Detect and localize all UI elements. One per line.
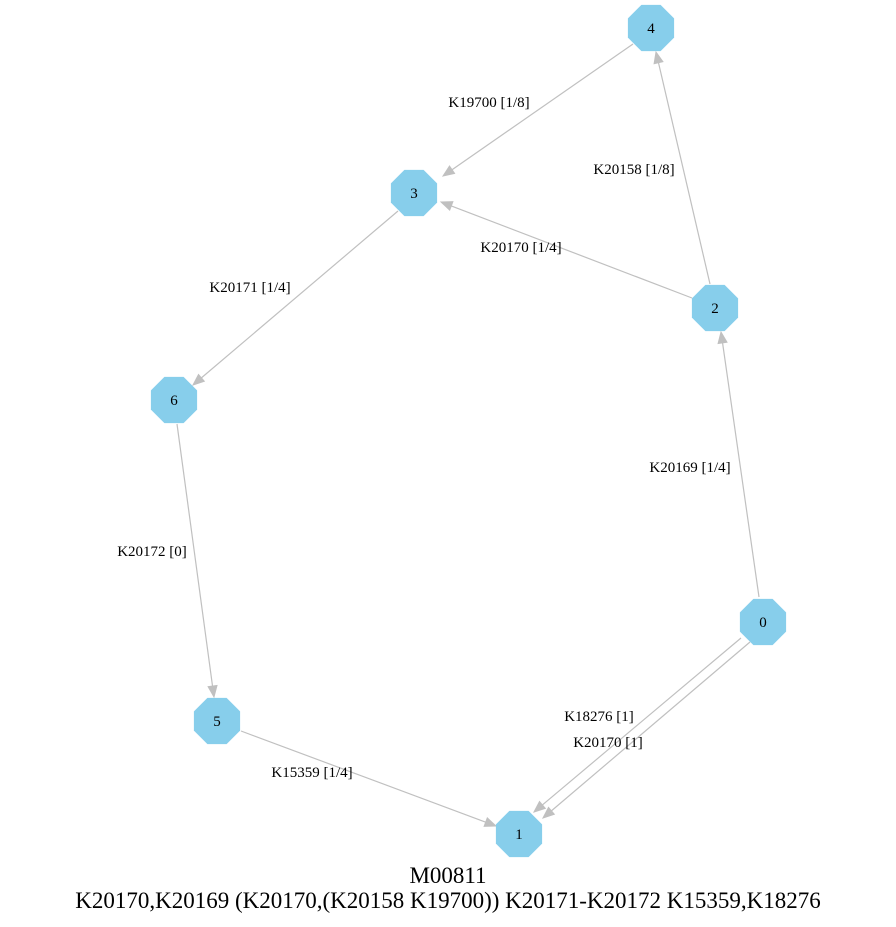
node-5[interactable]: 5 (193, 697, 241, 745)
node-2[interactable]: 2 (691, 284, 739, 332)
module-id-caption: M00811 (409, 863, 487, 888)
octagon-node-shape[interactable] (390, 169, 438, 217)
octagon-node-shape[interactable] (627, 4, 675, 52)
edges-layer: K20169 [1/4] K20158 [1/8] K20170 [1/4] K197… (117, 43, 760, 827)
node-label: 4 (647, 21, 655, 37)
node-0[interactable]: 0 (739, 598, 787, 646)
arrowhead-icon (441, 165, 456, 177)
arrowhead-icon (439, 201, 454, 211)
node-label: 2 (711, 301, 719, 317)
edge-label: K18276 [1] (564, 709, 634, 725)
arrowhead-icon (483, 817, 498, 827)
edge-5-to-1: K15359 [1/4] (240, 730, 498, 827)
edge-line (721, 342, 760, 598)
edge-3-to-6: K20171 [1/4] (191, 210, 399, 386)
octagon-node-shape[interactable] (150, 376, 198, 424)
node-6[interactable]: 6 (150, 376, 198, 424)
edge-0-to-1: K18276 [1] (532, 637, 742, 813)
arrowhead-icon (191, 373, 206, 386)
module-definition-caption: K20170,K20169 (K20170,(K20158 K19700)) K… (75, 888, 821, 913)
node-3[interactable]: 3 (390, 169, 438, 217)
octagon-node-shape[interactable] (739, 598, 787, 646)
edge-line (200, 210, 399, 379)
edge-line (451, 43, 634, 171)
edge-line (542, 637, 742, 806)
edge-label: K20169 [1/4] (649, 460, 730, 476)
arrowhead-icon (207, 684, 218, 699)
arrowhead-icon (653, 50, 664, 65)
node-label: 5 (213, 714, 221, 730)
edge-0-to-1: K20170 [1] (541, 641, 751, 819)
edge-label: K19700 [1/8] (448, 95, 529, 111)
edge-2-to-4: K20158 [1/8] (593, 50, 711, 285)
edge-line (657, 62, 711, 285)
node-label: 6 (170, 393, 178, 409)
edge-label: K20170 [1] (573, 735, 643, 751)
arrowhead-icon (541, 806, 556, 819)
edge-4-to-3: K19700 [1/8] (441, 43, 634, 177)
arrowhead-icon (532, 800, 547, 813)
nodes-layer: 0 1 2 3 4 5 6 (150, 4, 787, 858)
octagon-node-shape[interactable] (193, 697, 241, 745)
node-label: 3 (410, 186, 418, 202)
edge-label: K20172 [0] (117, 544, 187, 560)
octagon-node-shape[interactable] (691, 284, 739, 332)
edge-0-to-2: K20169 [1/4] (649, 330, 760, 598)
node-1[interactable]: 1 (495, 810, 543, 858)
edge-label: K20171 [1/4] (209, 280, 290, 296)
node-label: 0 (759, 615, 767, 631)
edge-line (550, 641, 751, 812)
edge-label: K15359 [1/4] (271, 765, 352, 781)
edge-line (176, 423, 214, 687)
arrowhead-icon (717, 330, 728, 345)
octagon-node-shape[interactable] (495, 810, 543, 858)
edge-line (451, 205, 693, 299)
edge-label: K20158 [1/8] (593, 162, 674, 178)
node-4[interactable]: 4 (627, 4, 675, 52)
edge-2-to-3: K20170 [1/4] (439, 201, 693, 299)
edge-label: K20170 [1/4] (480, 240, 561, 256)
edge-line (240, 730, 486, 823)
edge-6-to-5: K20172 [0] (117, 423, 218, 699)
node-label: 1 (515, 827, 523, 843)
